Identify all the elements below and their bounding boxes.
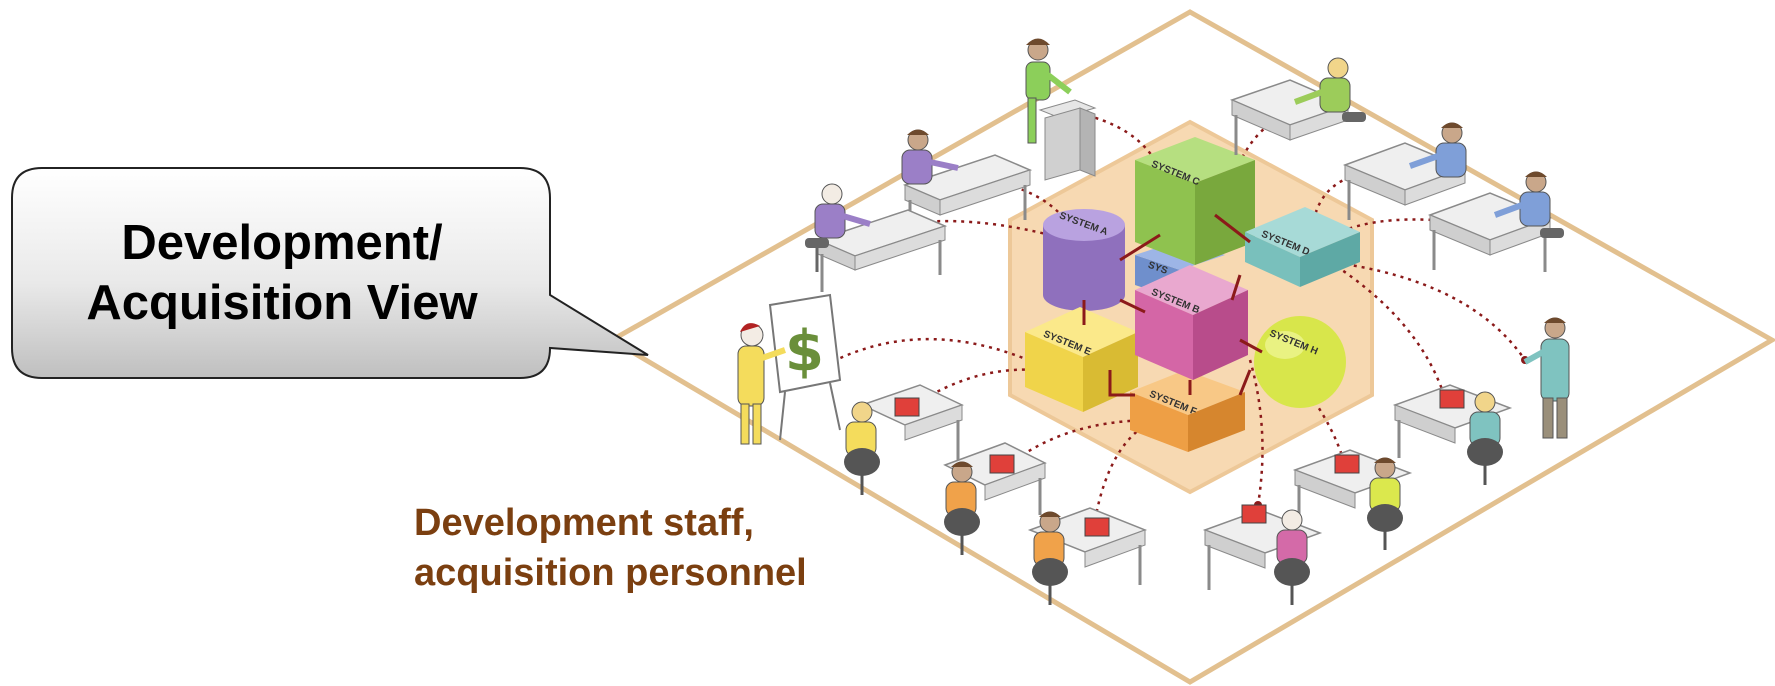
- caption-line-2: acquisition personnel: [414, 552, 807, 594]
- view-title-line-2: Acquisition View: [86, 276, 478, 330]
- flipchart-presenter: $: [737, 293, 842, 445]
- view-callout-bubble: [11, 167, 649, 379]
- connector-line: [1329, 260, 1527, 361]
- view-title: Development/ Acquisition View: [12, 168, 552, 378]
- system-links: [1082, 213, 1263, 397]
- stakeholder-caption: Development staff, acquisition personnel: [414, 498, 807, 598]
- connector-line: [825, 338, 1056, 374]
- desk-cluster-bottom-right: [1202, 384, 1513, 605]
- dollar-sign-icon: $: [785, 319, 824, 384]
- connector-line: [1329, 260, 1447, 399]
- connector-line: [1093, 418, 1156, 521]
- desk-cluster-top-left: [805, 129, 1033, 292]
- system-d-block: SYSTEM D: [1245, 207, 1360, 287]
- connector-line: [1344, 218, 1496, 232]
- system-b-block: SYSTEM B: [1135, 265, 1248, 380]
- desk-cluster-bottom-left: [844, 384, 1148, 605]
- connector-line: [1248, 359, 1264, 506]
- desk-cluster-top-right: [1229, 57, 1564, 272]
- standing-person-right: [1523, 317, 1570, 439]
- system-c-block: SYSTEM C: [1135, 137, 1255, 265]
- system-e-block: SYSTEM E: [1025, 307, 1138, 412]
- connector-line: [1313, 169, 1406, 216]
- podium-presenter: [1025, 38, 1097, 181]
- system-f-block: SYSTEM F: [1130, 370, 1245, 452]
- system-a-block: SYSTEM A: [1043, 209, 1125, 311]
- caption-line-1: Development staff,: [414, 502, 754, 544]
- connector-line: [1308, 394, 1347, 466]
- view-title-line-1: Development/: [121, 216, 443, 270]
- system-h-block: SYSTEM H: [1254, 316, 1346, 408]
